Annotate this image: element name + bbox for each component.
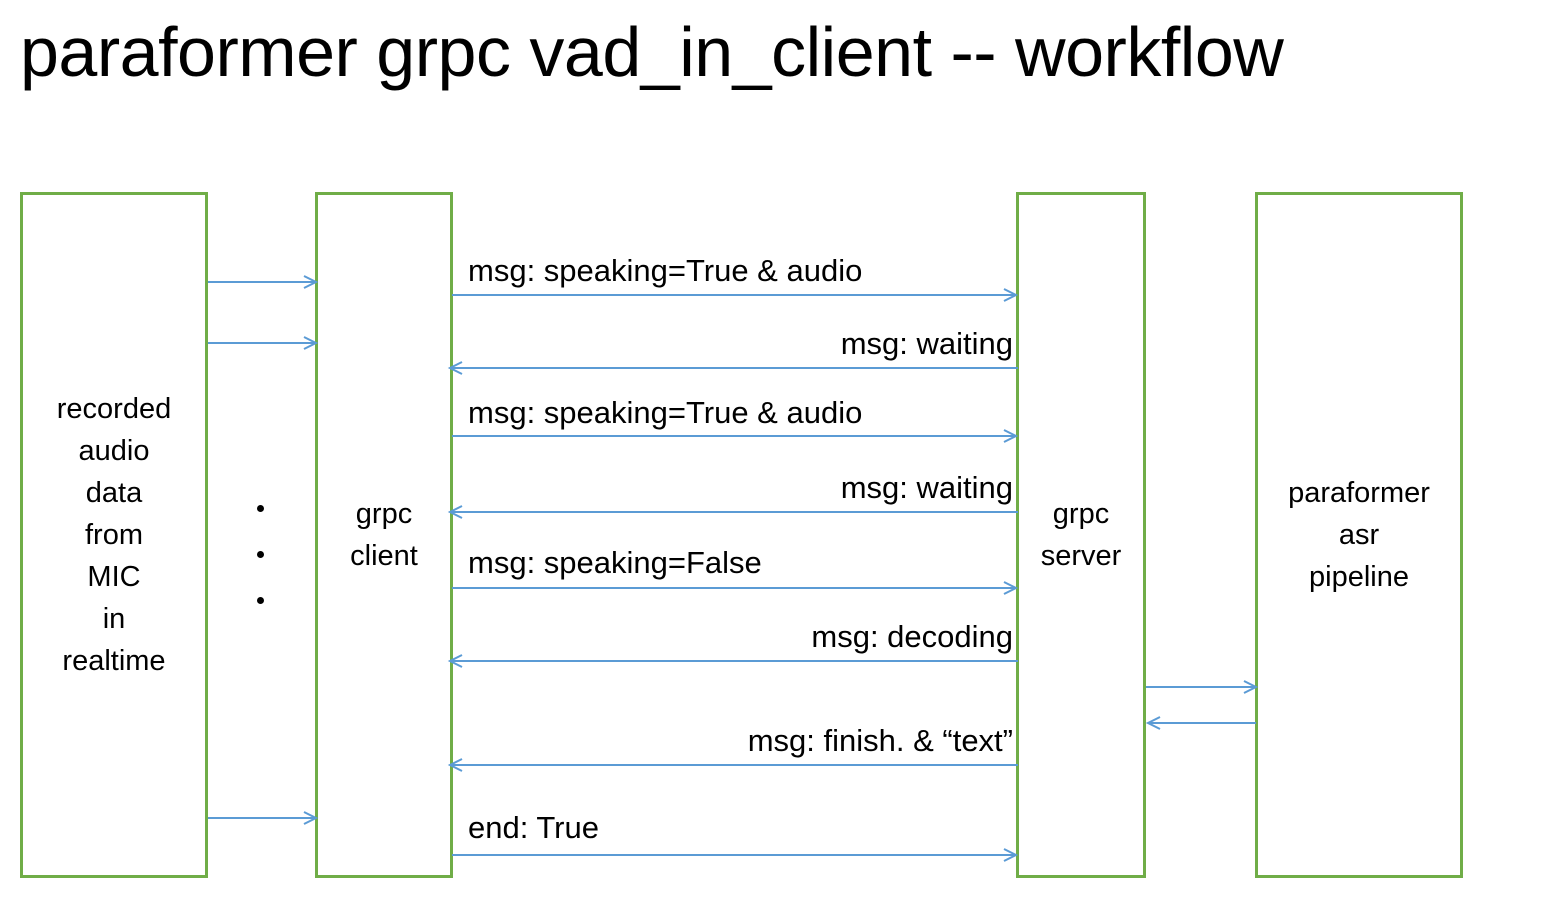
message-arrow-3 (452, 429, 1019, 443)
message-arrow-5 (452, 581, 1019, 595)
ellipsis-dot (256, 597, 264, 604)
message-arrow-1 (452, 288, 1019, 302)
arrow-mic-to-client-1 (208, 275, 319, 289)
message-label-7: msg: finish. & “text” (747, 723, 1013, 758)
arrow-mic-to-client-3 (208, 811, 319, 825)
message-arrow-7 (446, 758, 1018, 772)
message-label-6: msg: decoding (811, 619, 1013, 654)
arrow-mic-to-client-2 (208, 336, 319, 350)
message-label-2: msg: waiting (840, 326, 1013, 361)
ellipsis-dot (256, 505, 264, 512)
arrow-server-to-pipeline (1146, 680, 1259, 694)
message-arrow-6 (446, 654, 1018, 668)
message-arrow-4 (446, 505, 1018, 519)
arrow-pipeline-to-server (1144, 716, 1258, 730)
message-label-4: msg: waiting (840, 470, 1013, 505)
page-title: paraformer grpc vad_in_client -- workflo… (20, 13, 1284, 91)
message-arrow-8 (452, 848, 1019, 862)
message-label-8: end: True (468, 810, 599, 845)
message-label-1: msg: speaking=True & audio (468, 253, 863, 288)
vertical-ellipsis-icon (248, 505, 272, 604)
message-label-5: msg: speaking=False (468, 545, 762, 580)
message-arrow-2 (446, 361, 1018, 375)
ellipsis-dot (256, 551, 264, 558)
message-label-3: msg: speaking=True & audio (468, 395, 863, 430)
